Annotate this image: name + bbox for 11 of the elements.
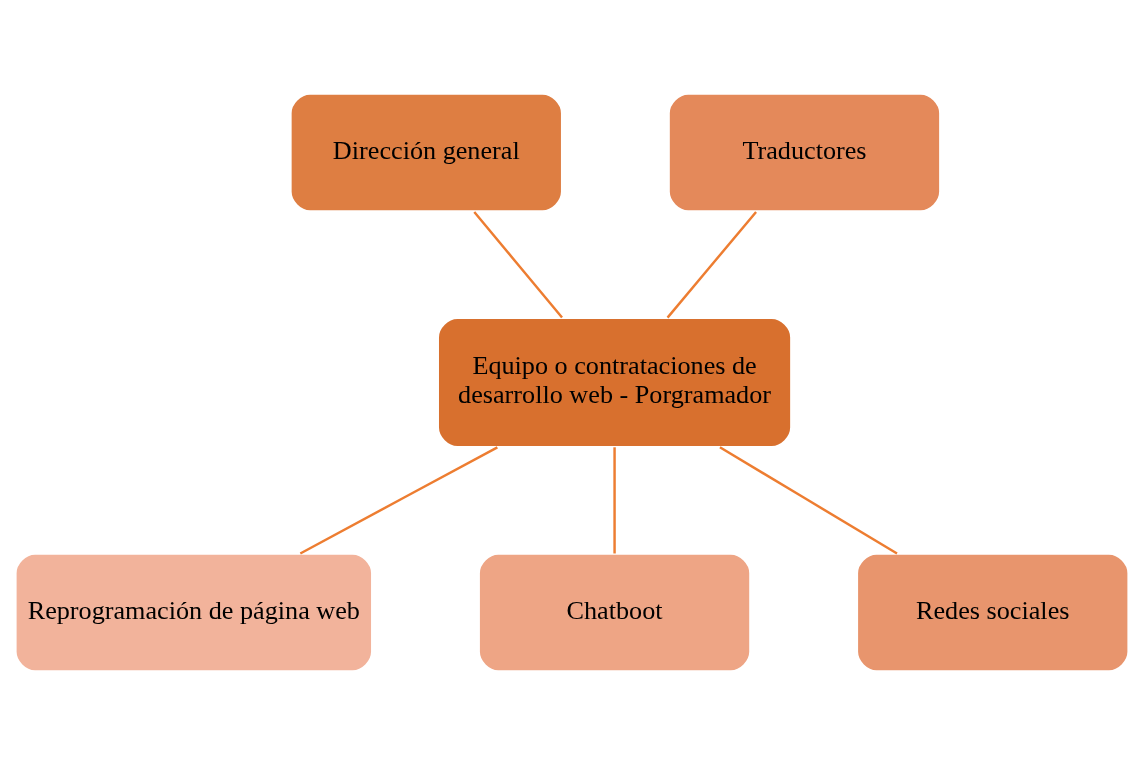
connector	[299, 446, 498, 555]
connector	[666, 211, 757, 319]
connector	[473, 211, 563, 319]
node-box: Equipo o contrataciones de desarrollo web - Porgramador	[436, 316, 793, 449]
node-box: Dirección general	[289, 92, 564, 213]
connector	[719, 446, 898, 555]
node-box: Redes sociales	[855, 552, 1130, 673]
node-box: Chatboot	[477, 552, 752, 673]
connector	[613, 447, 616, 554]
node-box: Traductores	[667, 92, 942, 213]
node-box: Reprogramación de página web	[14, 552, 374, 673]
